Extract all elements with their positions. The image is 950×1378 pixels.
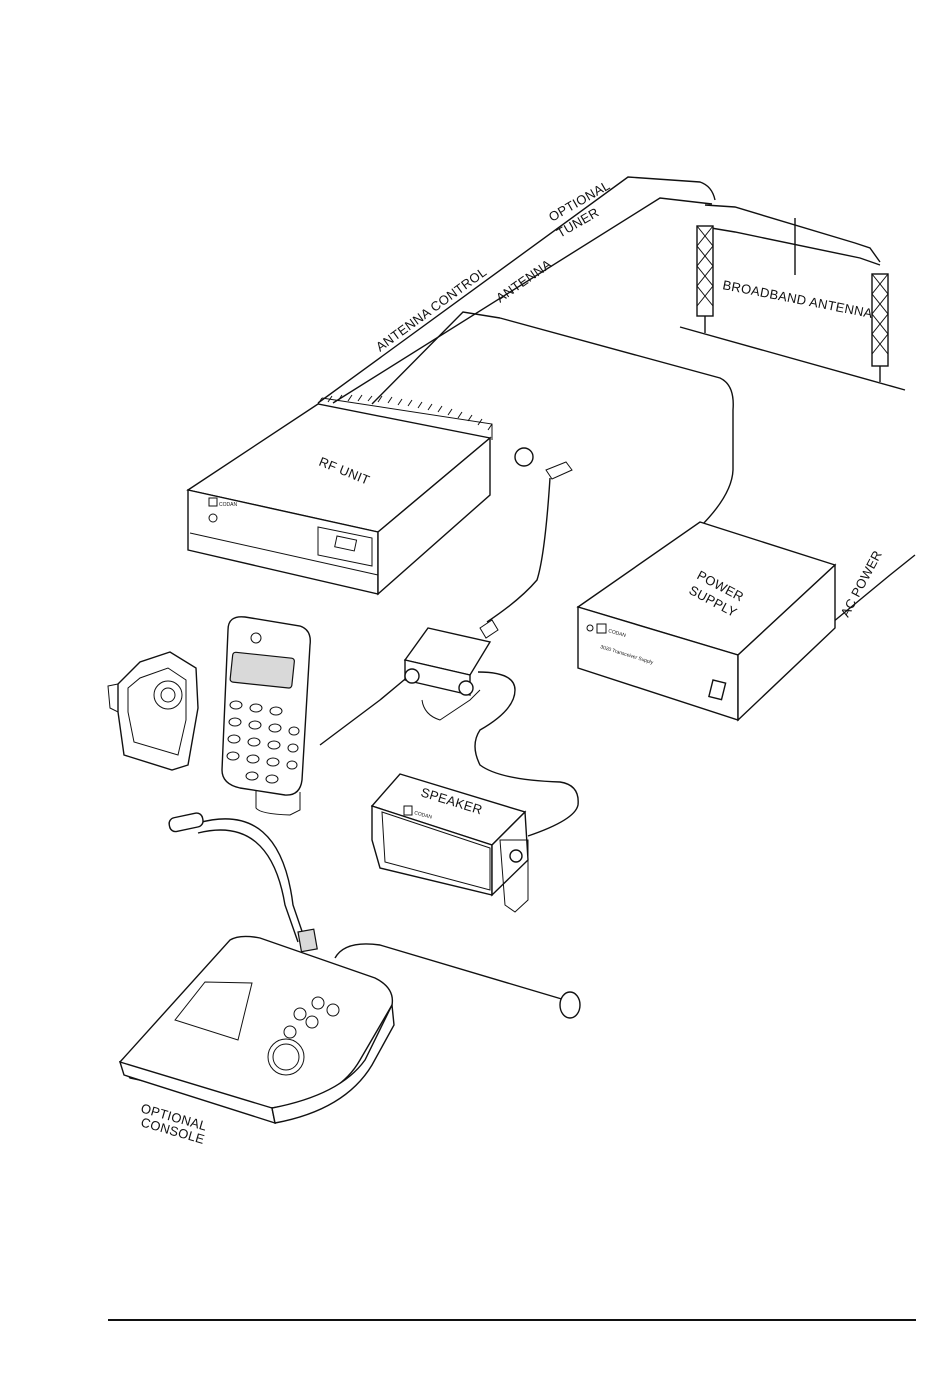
microphone-icon xyxy=(198,819,305,940)
rf-unit: CODAN RF UNIT xyxy=(188,395,572,594)
rf-unit-brand-text: CODAN xyxy=(219,502,237,508)
antenna-cable xyxy=(333,198,712,403)
ac-power-label: AC POWER xyxy=(837,548,885,620)
handset xyxy=(222,617,310,815)
footer-rule xyxy=(108,1319,916,1321)
earth-cable xyxy=(372,312,500,404)
junction-box xyxy=(405,620,498,720)
antenna-label: ANTENNA xyxy=(493,256,554,305)
broadband-antenna-label: BROADBAND ANTENNA xyxy=(721,277,874,321)
rf-to-power-cable xyxy=(500,318,733,527)
rf-to-junction-cable xyxy=(487,478,550,622)
handset-cradle xyxy=(108,652,198,770)
speaker: CODAN SPEAKER xyxy=(372,774,528,912)
broadband-antenna: BROADBAND ANTENNA xyxy=(680,205,905,390)
handset-cable xyxy=(320,675,410,745)
power-supply: CODAN 3020 Transceiver Supply POWER SUPP… xyxy=(578,522,835,720)
